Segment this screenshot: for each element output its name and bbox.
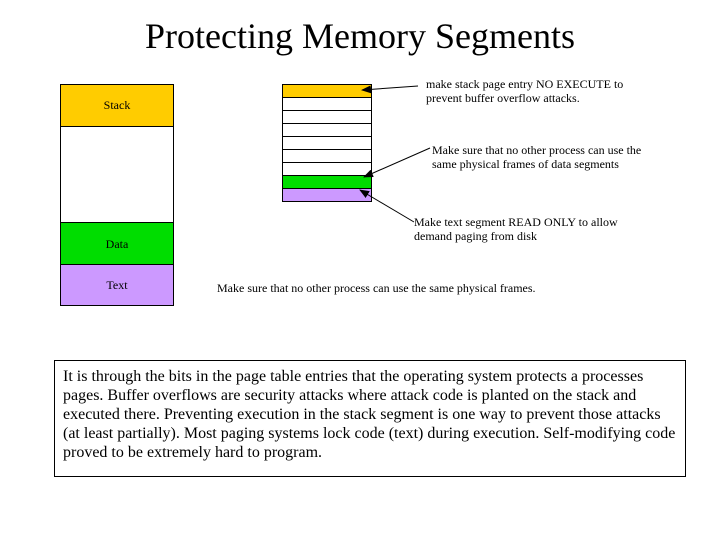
page-table-entry bbox=[282, 150, 372, 163]
stack-segment: Stack bbox=[60, 84, 174, 127]
unused-address-space bbox=[60, 126, 174, 223]
text-segment-label: Text bbox=[106, 278, 128, 292]
explanation-box: It is through the bits in the page table… bbox=[54, 360, 686, 477]
frames-note: Make sure that no other process can use … bbox=[217, 281, 536, 295]
page-table-entry bbox=[282, 84, 372, 98]
data-note: Make sure that no other process can use … bbox=[432, 143, 642, 171]
stack-note: make stack page entry NO EXECUTE to prev… bbox=[426, 77, 624, 105]
text-segment: Text bbox=[60, 264, 174, 306]
text-arrow bbox=[359, 189, 415, 223]
stack-arrow bbox=[361, 85, 419, 94]
page-table-entry bbox=[282, 111, 372, 124]
data-segment: Data bbox=[60, 222, 174, 265]
page-table-entry bbox=[282, 98, 372, 111]
page-table-entry bbox=[282, 137, 372, 150]
page-table bbox=[282, 84, 372, 202]
slide-title: Protecting Memory Segments bbox=[145, 16, 575, 56]
page-table-entry bbox=[282, 189, 372, 202]
page-table-entry bbox=[282, 124, 372, 137]
data-arrow bbox=[363, 147, 431, 178]
text-note: Make text segment READ ONLY to allow dem… bbox=[414, 215, 618, 243]
page-table-entry bbox=[282, 163, 372, 176]
data-segment-label: Data bbox=[105, 237, 129, 251]
page-table-entry bbox=[282, 176, 372, 189]
stack-segment-label: Stack bbox=[103, 98, 131, 112]
